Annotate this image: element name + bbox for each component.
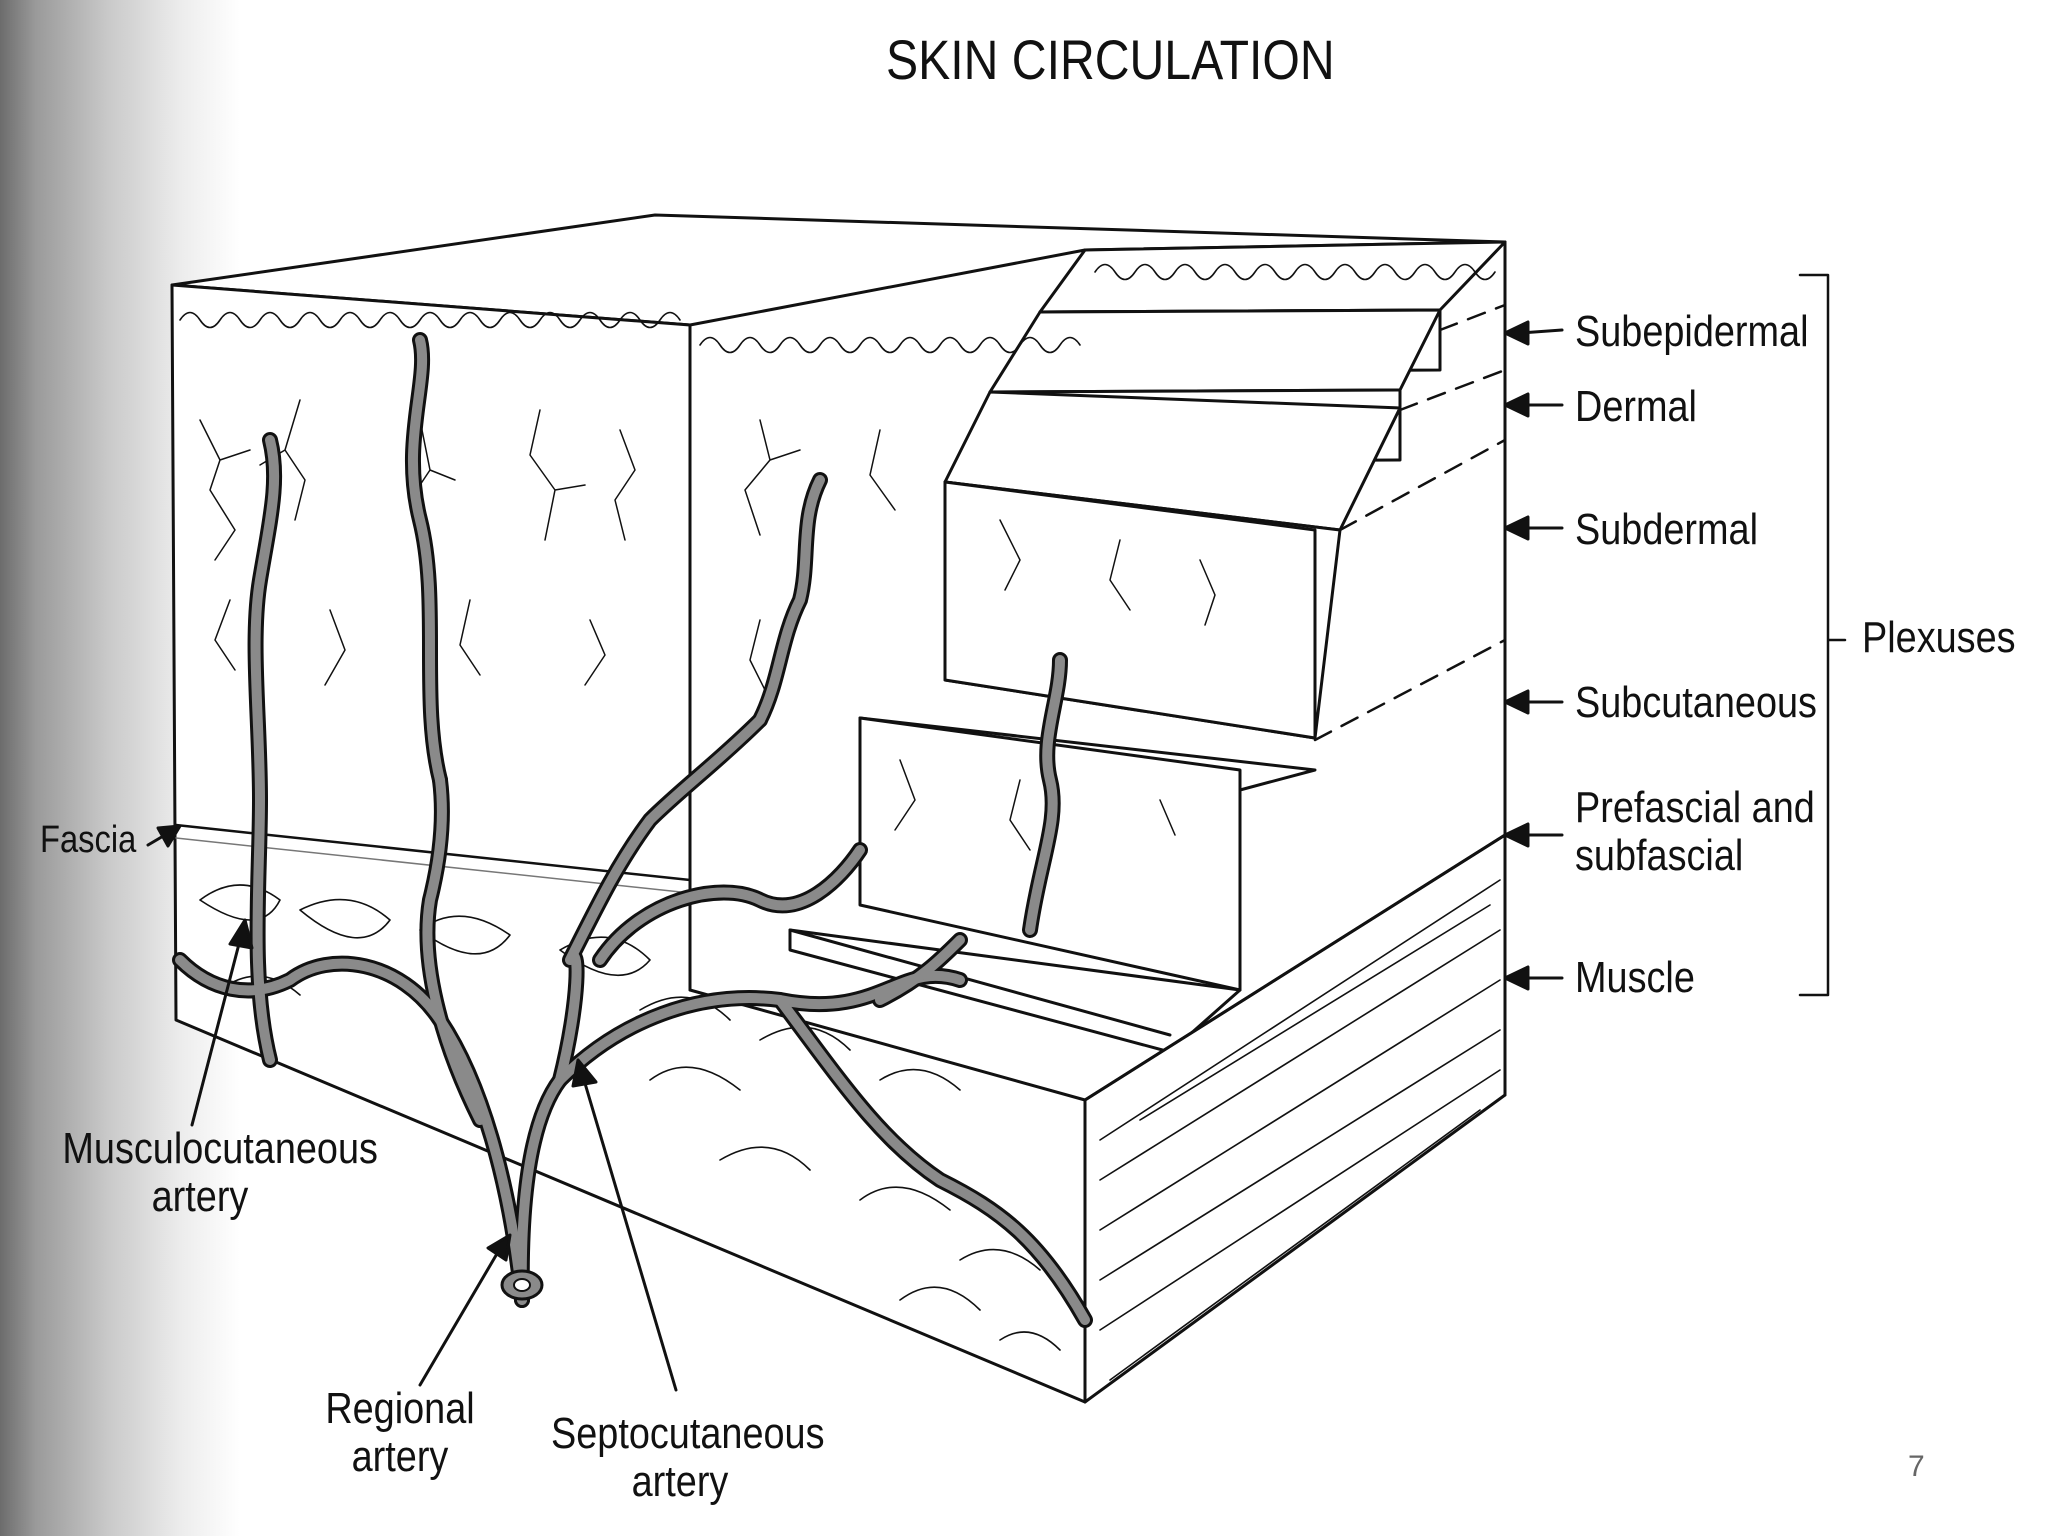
label-dermal: Dermal — [1575, 382, 1697, 431]
arteries-fill — [175, 335, 1090, 1325]
label-regional-line2: artery — [351, 1431, 449, 1481]
capillary-branches — [199, 399, 1216, 851]
label-musculocutaneous-artery: Musculocutaneous artery — [62, 1124, 378, 1221]
label-subepidermal: Subepidermal — [1575, 307, 1809, 356]
label-septocutaneous-line1: Septocutaneous — [551, 1409, 825, 1458]
muscle-fibers — [1099, 879, 1501, 1381]
label-plexuses: Plexuses — [1862, 613, 2016, 662]
label-regional-line1: Regional — [325, 1384, 475, 1433]
pointer-arrows — [146, 320, 1564, 1392]
cutaway-steps — [788, 240, 1507, 1054]
label-septocutaneous-line2: artery — [631, 1456, 729, 1506]
label-fascia: Fascia — [40, 819, 137, 861]
subepidermal-squiggles — [179, 263, 1496, 354]
label-subdermal: Subdermal — [1575, 505, 1758, 554]
label-prefascial-line2: subfascial — [1575, 830, 1744, 880]
label-prefascial-subfascial: Prefascial and subfascial — [1575, 784, 1815, 879]
label-regional-artery: Regional artery — [314, 1385, 486, 1480]
label-prefascial-line1: Prefascial and — [1575, 783, 1815, 832]
page-number: 7 — [1908, 1450, 1925, 1483]
label-muscle: Muscle — [1575, 953, 1695, 1002]
diagram-title: SKIN CIRCULATION — [886, 28, 1335, 91]
label-musculocutaneous-line2: artery — [151, 1171, 249, 1221]
label-septocutaneous-artery: Septocutaneous artery — [551, 1409, 825, 1506]
label-musculocutaneous-line1: Musculocutaneous — [62, 1124, 378, 1173]
label-subcutaneous: Subcutaneous — [1575, 678, 1817, 727]
plexuses-bracket — [1798, 273, 1847, 997]
layer-dashes — [1313, 303, 1507, 742]
